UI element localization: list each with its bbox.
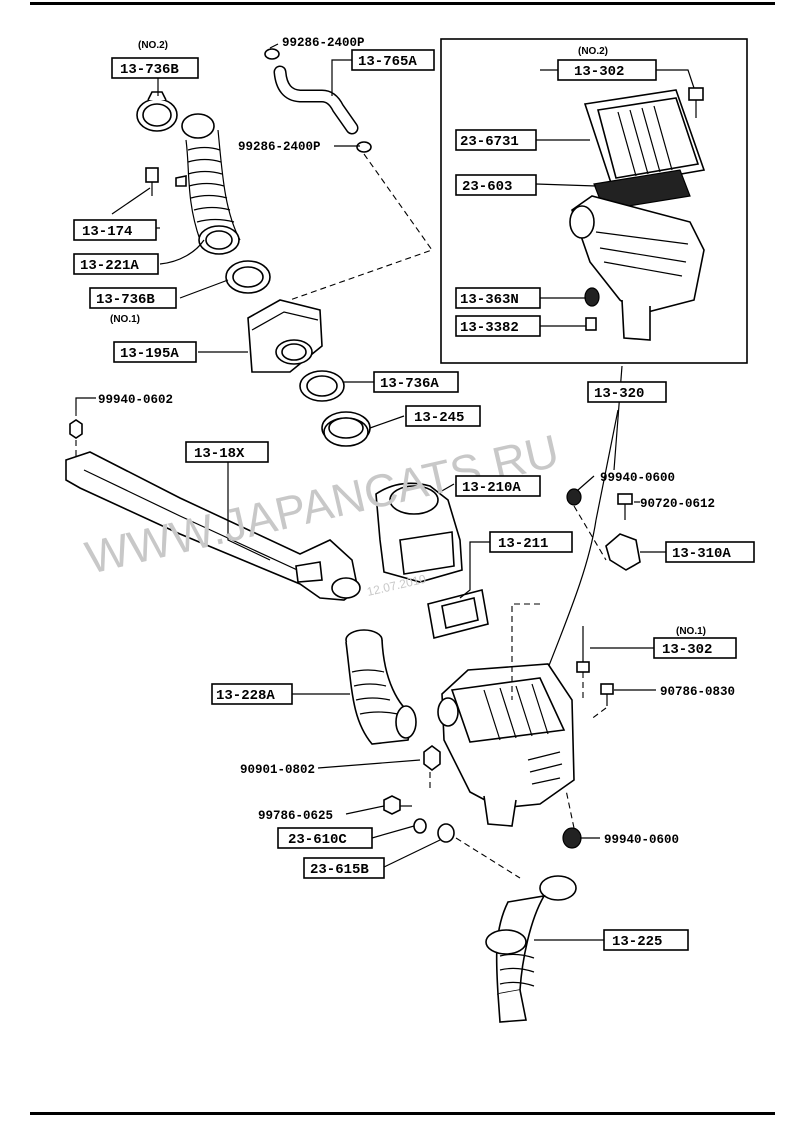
label-13-736a: 13-736A [380, 376, 439, 392]
label-23-6731: 23-6731 [460, 134, 519, 150]
clamp-13-736b-no1 [225, 260, 271, 294]
label-13-765a: 13-765A [358, 54, 417, 70]
label-99940-0602: 99940-0602 [98, 393, 173, 407]
label-13-302-bot-note: (NO.1) [676, 626, 706, 637]
label-13-736b-mid-note: (NO.1) [110, 314, 140, 325]
label-13-310a: 13-310A [672, 546, 731, 562]
washer-23-610c [413, 818, 427, 834]
label-23-615b: 23-615B [310, 862, 369, 878]
label-13-736b-top: 13-736B [120, 62, 179, 78]
case-inset [569, 195, 705, 341]
clamp-13-736a [299, 370, 345, 402]
label-13-736b-mid: 13-736B [96, 292, 155, 308]
label-13-211: 13-211 [498, 536, 548, 552]
top-rule [30, 2, 775, 5]
cover-23-6731 [583, 89, 706, 187]
bracket-13-310a [605, 533, 641, 571]
hose-13-225 [485, 875, 577, 1023]
bolt-13-302-no1 [576, 626, 590, 673]
label-13-320: 13-320 [594, 386, 644, 402]
bushing-13-3382 [585, 317, 597, 331]
label-13-174: 13-174 [82, 224, 132, 240]
bottom-rule [30, 1112, 775, 1115]
label-13-195a: 13-195A [120, 346, 179, 362]
label-13-245: 13-245 [414, 410, 464, 426]
inset-frame [440, 38, 748, 364]
bolt-13-302-no2 [688, 87, 704, 118]
label-90901-0802: 90901-0802 [240, 763, 315, 777]
bolt-99786-0625 [383, 795, 412, 815]
label-90720-0612: 90720-0612 [640, 497, 715, 511]
label-13-736b-top-note: (NO.2) [138, 40, 168, 51]
nut-99940-0600-lower [562, 827, 582, 849]
label-99940-0600-a: 99940-0600 [600, 471, 675, 485]
label-13-302-top-note: (NO.2) [578, 46, 608, 57]
duct-13-210a [375, 482, 463, 583]
bolt-90720-0612 [617, 493, 633, 520]
label-99786-0625: 99786-0625 [258, 809, 333, 823]
label-13-228a: 13-228A [216, 688, 275, 704]
grommet-13-363n [584, 287, 600, 307]
duct-13-18x [65, 451, 361, 601]
bolt-99940-0602 [69, 410, 83, 439]
label-13-221a: 13-221A [80, 258, 139, 274]
bolt-13-174 [145, 167, 159, 196]
label-13-225: 13-225 [612, 934, 662, 950]
nut-90901-0802 [423, 745, 441, 771]
label-13-3382: 13-3382 [460, 320, 519, 336]
hose-13-221a [175, 113, 241, 255]
hose-13-228a [345, 629, 417, 745]
gasket-13-211 [427, 589, 489, 639]
hose-13-765a [264, 48, 372, 153]
label-99940-0600-b: 99940-0600 [604, 833, 679, 847]
label-99286-2400p-b: 99286-2400P [238, 140, 321, 154]
label-13-363n: 13-363N [460, 292, 519, 308]
label-13-302-top: 13-302 [574, 64, 624, 80]
bolt-90786-0830 [600, 683, 614, 706]
clamp-13-736b-no2 [136, 91, 178, 132]
label-23-603: 23-603 [462, 179, 512, 195]
label-13-18x: 13-18X [194, 446, 245, 462]
label-90786-0830: 90786-0830 [660, 685, 735, 699]
label-13-302-bot: 13-302 [662, 642, 712, 658]
bushing-23-615b [437, 823, 455, 843]
air-cleaner-no1 [437, 663, 575, 827]
label-13-210a: 13-210A [462, 480, 521, 496]
label-99286-2400p-a: 99286-2400P [282, 36, 365, 50]
coupling-13-245 [321, 411, 371, 447]
label-23-610c: 23-610C [288, 832, 347, 848]
adapter-13-195a [247, 299, 323, 373]
nut-99940-0600-upper [566, 488, 582, 506]
